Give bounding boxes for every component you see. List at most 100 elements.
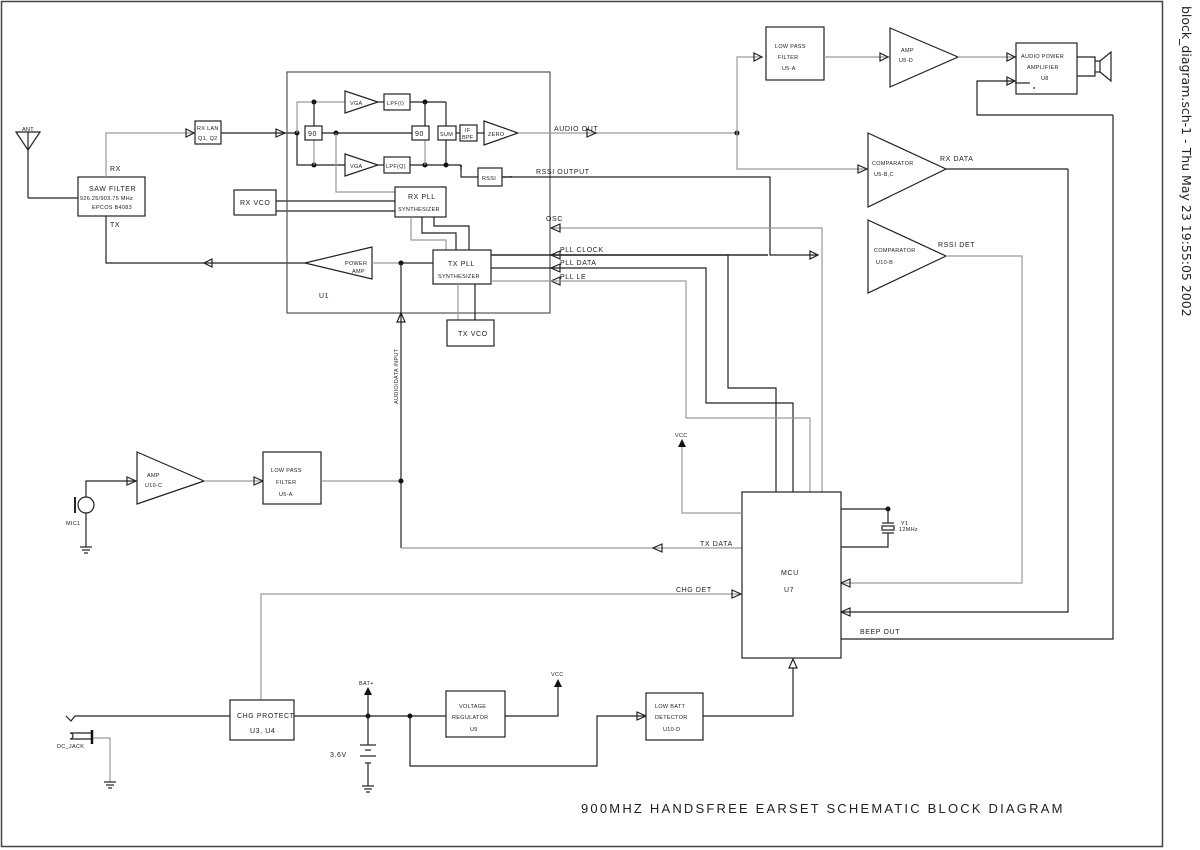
arrow-osc — [549, 223, 561, 233]
vga-i-label: VGA — [350, 101, 363, 107]
rssi-det-net-label: RSSI DET — [938, 242, 975, 249]
arrow-lpf-rx-in — [753, 52, 764, 62]
saw-filter-freq: 926.25/903.75 MHz — [80, 196, 133, 202]
arrow-tx-lpf-in — [253, 476, 265, 486]
phase-shifter-a[interactable]: 90 — [304, 125, 323, 141]
arrow-audio-pa-in — [1006, 52, 1017, 62]
rx-lpf-label-2: FILTER — [778, 55, 798, 61]
rx-pll-synthesizer[interactable]: RX PLL SYNTHESIZER — [394, 186, 447, 218]
arrow-comp-rx-in — [857, 164, 869, 174]
if-bpf-block[interactable]: IF BPF — [459, 124, 478, 142]
low-batt-detector-block[interactable]: LOW BATT DETECTOR U10-D — [645, 692, 704, 741]
arrow-beep-in — [1006, 76, 1017, 86]
arrow-rssi-det-mcu — [839, 578, 851, 588]
regulator-label-2: REGULATOR — [452, 715, 488, 721]
tx-amp-label-1: AMP — [147, 473, 160, 479]
tx-vco-block[interactable]: TX VCO — [446, 319, 495, 347]
rx-pll-label-2: SYNTHESIZER — [398, 207, 440, 213]
tx-port-label: TX — [110, 222, 120, 229]
comp-rssi-label-2: U10-B — [876, 260, 893, 266]
comparator-rssi-det[interactable]: COMPARATOR U10-B — [867, 219, 948, 294]
tx-vco-label: TX VCO — [458, 331, 488, 338]
chg-det-net-label: CHG DET — [676, 587, 712, 594]
rx-amp-label-2: U5-D — [899, 58, 913, 64]
rx-data-net-label: RX DATA — [940, 156, 974, 163]
pll-le-net-label: PLL LE — [560, 274, 586, 281]
arrow-rx-lan-in — [185, 128, 196, 138]
crystal-ref: Y1 — [901, 521, 908, 527]
rssi-block[interactable]: RSSI — [477, 167, 503, 187]
arrow-tx-amp-in — [126, 476, 138, 486]
rx-lan-block[interactable]: RX LAN Q1, Q2 — [194, 120, 222, 145]
comparator-rx-data[interactable]: COMPARATOR U5-B,C — [867, 132, 948, 208]
battery-icon — [360, 744, 376, 764]
lpf-i-label: LPF(I) — [387, 101, 404, 107]
sum-block[interactable]: SUM — [437, 125, 457, 141]
zero-label: ZERO — [488, 132, 505, 138]
audio-out-net-label: AUDIO OUT — [554, 126, 598, 133]
power-amp-label-2: AMP — [352, 269, 365, 275]
tx-audio-amp[interactable]: AMP U10-C — [136, 451, 206, 505]
crystal-freq: 12MHz — [899, 527, 918, 533]
low-batt-label-1: LOW BATT — [655, 704, 685, 710]
crystal-icon — [881, 522, 895, 534]
vga-i-amp[interactable]: VGA — [344, 90, 380, 114]
charge-protect-block[interactable]: CHG PROTECT U3, U4 — [229, 699, 295, 741]
sheet-border — [0, 0, 1164, 848]
phase-shifter-b[interactable]: 90 — [411, 125, 430, 141]
tx-low-pass-filter[interactable]: LOW PASS FILTER U5-A — [262, 451, 322, 505]
mic-label: MIC1 — [66, 521, 80, 527]
battery-voltage-label: 3.6V — [330, 752, 347, 759]
arrow-u1-rf-in — [275, 128, 287, 138]
low-batt-ref: U10-D — [663, 727, 680, 733]
arrow-audio-data-in — [396, 311, 406, 323]
vga-q-amp[interactable]: VGA — [344, 153, 380, 177]
vcc-label-mcu: VCC — [675, 433, 688, 439]
rx-audio-amp[interactable]: AMP U5-D — [889, 27, 960, 88]
if-bpf-label-2: BPF — [462, 135, 474, 141]
arrow-chg-det — [731, 589, 743, 599]
saw-filter-label: SAW FILTER — [89, 186, 136, 193]
mcu-label: MCU — [781, 570, 799, 577]
mcu-block[interactable]: MCU U7 — [741, 491, 842, 659]
voltage-regulator-block[interactable]: VOLTAGE REGULATOR U9 — [445, 690, 506, 738]
saw-filter-part: EPCOS B4083 — [92, 205, 132, 211]
comp-rssi-label-1: COMPARATOR — [874, 248, 916, 254]
dc-jack-label: DC_JACK — [57, 744, 84, 750]
beep-out-net-label: BEEP OUT — [860, 629, 900, 636]
if-bpf-label-1: IF — [465, 128, 471, 134]
speaker-icon — [1094, 50, 1112, 83]
lpf-q-block[interactable]: LPF(Q) — [383, 156, 411, 174]
tx-pll-synthesizer[interactable]: TX PLL SYNTHESIZER — [432, 249, 492, 285]
audio-power-amplifier[interactable]: AUDIO POWER AMPLIFIER U8 — [1015, 42, 1078, 95]
rx-amp-label-1: AMP — [901, 48, 914, 54]
power-amp[interactable]: POWER AMP — [304, 246, 373, 280]
microphone-icon — [74, 496, 95, 514]
lpf-i-block[interactable]: LPF(I) — [383, 93, 411, 111]
rx-lpf-label-1: LOW PASS — [775, 44, 806, 50]
regulator-ref: U9 — [470, 727, 478, 733]
vcc-arrow-mcu-icon — [678, 439, 686, 447]
chg-protect-label: CHG PROTECT — [237, 713, 295, 720]
ground-icon-mic — [80, 546, 92, 554]
arrow-low-batt-mcu — [788, 657, 798, 669]
chg-protect-ref: U3, U4 — [250, 728, 275, 735]
rx-vco-block[interactable]: RX VCO — [233, 189, 277, 216]
saw-filter-block[interactable]: SAW FILTER 926.25/903.75 MHz EPCOS B4083 — [77, 176, 146, 217]
rx-low-pass-filter[interactable]: LOW PASS FILTER U5-A — [765, 26, 825, 81]
zero-crossing-amp[interactable]: ZERO — [483, 120, 520, 146]
rx-pll-label-1: RX PLL — [408, 194, 436, 201]
rx-port-label: RX — [110, 166, 121, 173]
arrow-amp-rx-in — [879, 52, 890, 62]
tx-lpf-label-3: U5-A — [279, 492, 293, 498]
dc-jack-icon — [65, 715, 96, 744]
u1-ref-label: U1 — [319, 293, 329, 300]
rx-lan-ref: Q1, Q2 — [198, 136, 218, 142]
tx-pll-label-2: SYNTHESIZER — [438, 274, 480, 280]
phase-shifter-a-label: 90 — [308, 131, 317, 138]
pll-clock-net-label: PLL CLOCK — [560, 247, 604, 254]
phase-shifter-b-label: 90 — [415, 131, 424, 138]
pll-data-net-label: PLL DATA — [560, 260, 597, 267]
arrow-tx-data — [651, 543, 663, 553]
ground-icon-battery — [362, 785, 374, 793]
